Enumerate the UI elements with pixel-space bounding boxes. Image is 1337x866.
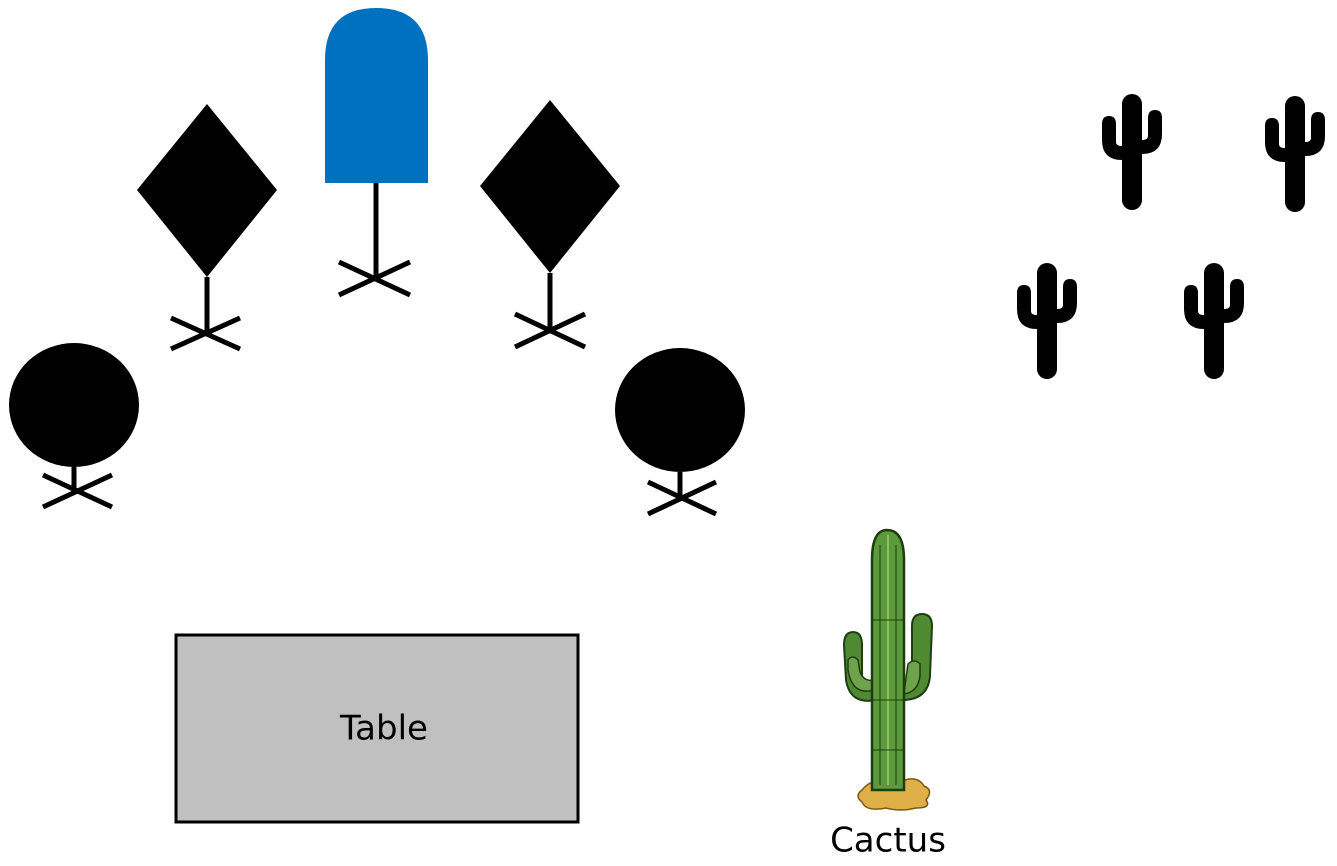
table-object[interactable]: Table [174, 633, 580, 824]
circle-head-right [615, 348, 745, 472]
cactus-silhouette-icon [1102, 94, 1162, 210]
cactus-label: Cactus [830, 821, 946, 861]
circle-head-left [9, 343, 139, 467]
figure-dome-center[interactable] [325, 8, 428, 298]
dome-head-center [325, 8, 428, 183]
figure-circle-left[interactable] [9, 343, 139, 510]
diamond-head-left [137, 104, 277, 277]
cactus-silhouette-icon [1265, 96, 1325, 212]
cactus-silhouette-icon [1017, 263, 1077, 379]
figure-circle-right[interactable] [615, 348, 745, 517]
table-label: Table [339, 709, 428, 749]
diamond-head-right [480, 100, 620, 273]
cactus-group [1017, 94, 1325, 379]
saguaro-cactus[interactable]: Cactus [830, 528, 946, 861]
cactus-silhouette-icon [1184, 263, 1244, 379]
figure-diamond-right[interactable] [480, 100, 620, 350]
figure-diamond-left[interactable] [137, 104, 277, 352]
table-rect [174, 633, 580, 824]
